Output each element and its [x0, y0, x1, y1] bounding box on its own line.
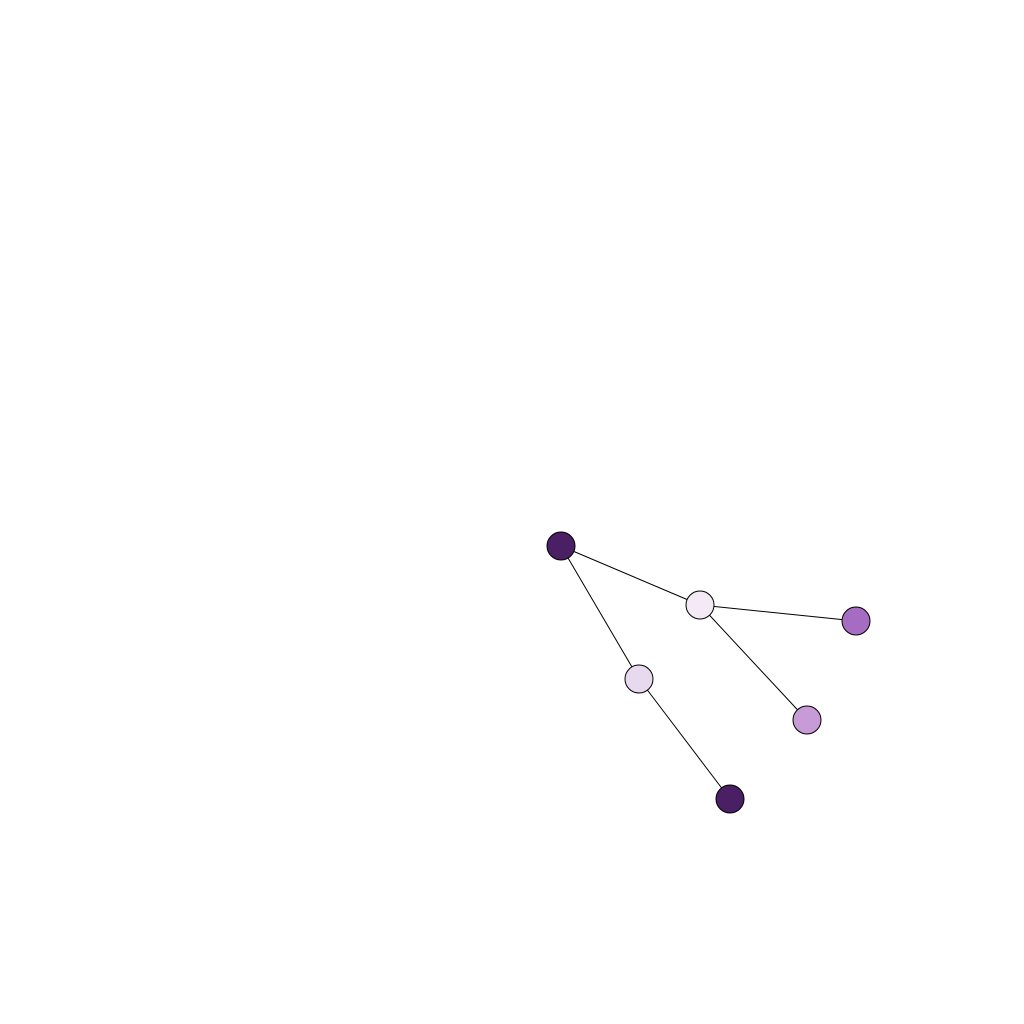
edge-n2-n5 [699, 604, 808, 721]
nodes-layer [546, 531, 871, 814]
node-n1 [546, 531, 576, 561]
edges-layer [560, 545, 857, 800]
node-n3 [841, 606, 871, 636]
node-n5 [792, 705, 822, 735]
edge-n4-n6 [638, 678, 731, 800]
edge-n1-n4 [560, 545, 640, 680]
edge-n2-n3 [699, 604, 857, 622]
edge-n1-n2 [560, 545, 701, 606]
node-n4 [624, 664, 654, 694]
node-n6 [715, 784, 745, 814]
node-n2 [685, 590, 715, 620]
